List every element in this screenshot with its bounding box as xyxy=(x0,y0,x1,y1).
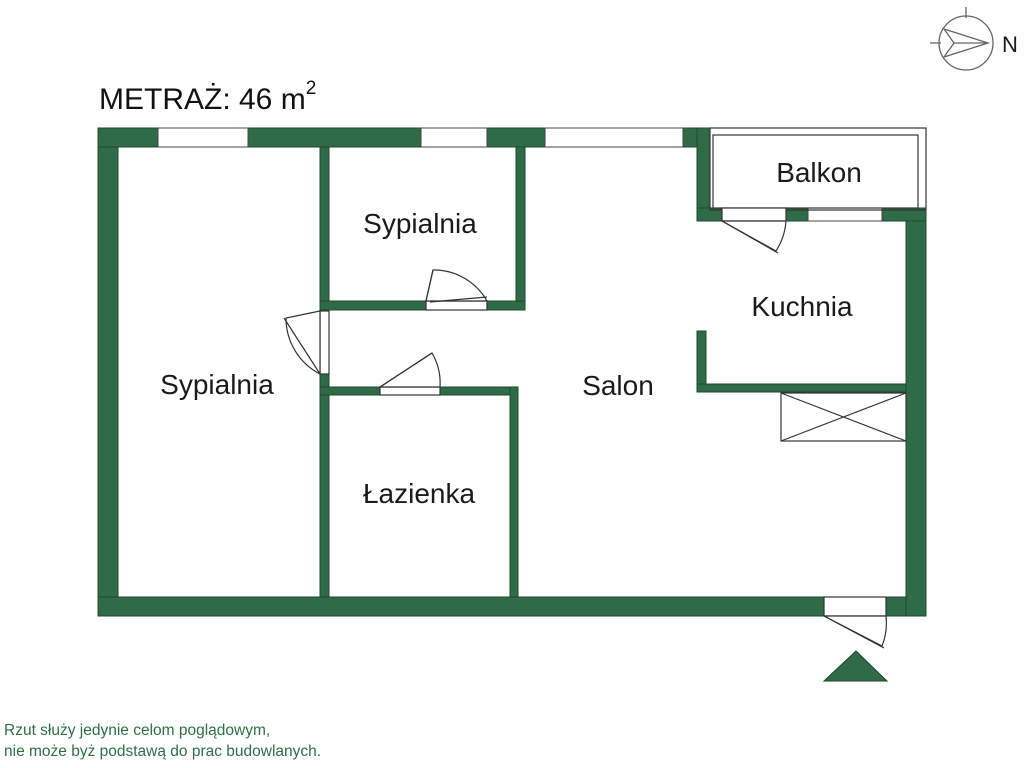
room-label-bedroom-large: Sypialnia xyxy=(160,369,274,400)
door-large-bedroom xyxy=(283,310,330,375)
room-label-kitchen: Kuchnia xyxy=(751,291,853,322)
door-bathroom xyxy=(377,352,441,396)
area-label: METRAŻ: 46 m xyxy=(99,83,306,116)
wall-bedroom-split-top xyxy=(319,146,330,312)
compass-north-label: N xyxy=(1002,32,1018,57)
area-title: METRAŻ: 46 m2 xyxy=(99,78,316,117)
wall-small-bedroom-south-b xyxy=(486,300,526,311)
compass-icon xyxy=(930,7,994,71)
disclaimer: Rzut służy jedynie celom poglądowym, nie… xyxy=(4,720,321,762)
wall-small-bedroom-south-a xyxy=(319,300,427,311)
area-superscript: 2 xyxy=(305,78,317,99)
door-entrance xyxy=(823,596,887,649)
balcony-outline xyxy=(709,127,927,211)
wall-south xyxy=(97,596,927,617)
window-3 xyxy=(544,127,684,148)
wall-bath-north-b xyxy=(439,386,519,396)
wall-bath-east xyxy=(509,386,519,598)
doors xyxy=(283,207,887,649)
entrance-marker xyxy=(822,650,889,682)
wall-balcony-west xyxy=(696,127,711,221)
room-label-living-room: Salon xyxy=(582,370,654,401)
door-balcony xyxy=(719,207,787,254)
room-label-bedroom-small: Sypialnia xyxy=(363,208,477,239)
wall-small-bedroom-east xyxy=(515,146,526,311)
room-label-bathroom: Łazienka xyxy=(363,478,476,509)
door-small-bedroom xyxy=(425,269,489,311)
disclaimer-line-1: Rzut służy jedynie celom poglądowym, xyxy=(4,722,271,739)
windows xyxy=(157,127,883,222)
wall-west xyxy=(97,127,119,617)
wall-bath-north-a xyxy=(319,386,381,396)
window-1 xyxy=(157,127,249,148)
wall-kitchen-west xyxy=(696,330,707,393)
window-2 xyxy=(420,127,488,148)
disclaimer-line-2: nie może byż podstawą do prac budowlanyc… xyxy=(4,743,322,760)
wall-east xyxy=(905,209,927,617)
wall-kitchen-south xyxy=(696,383,907,393)
room-label-balcony: Balkon xyxy=(776,157,862,188)
wall-bedroom-split-bottom xyxy=(319,373,330,598)
kitchen-shaft xyxy=(780,392,907,442)
